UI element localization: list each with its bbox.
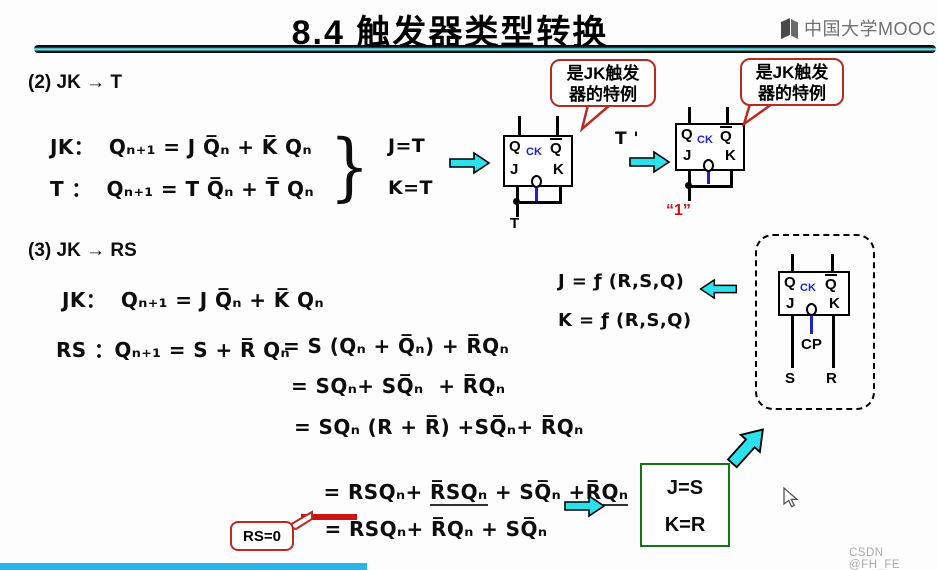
- section2-heading: (2) JK → T: [28, 72, 122, 93]
- qbar-output-label: Q: [550, 138, 562, 157]
- wire: [559, 187, 562, 203]
- logic-one-label: “1”: [666, 202, 691, 219]
- result-box: J=S K=R: [640, 463, 730, 547]
- ck-label: CK: [526, 146, 542, 158]
- step5-part: + R̅Qₙ + SQ̅ₙ: [406, 517, 548, 541]
- section3-heading: (3) JK → RS: [28, 240, 137, 261]
- wire: [791, 316, 794, 368]
- red-underline: [301, 514, 357, 520]
- j-input-label: J: [683, 147, 692, 164]
- t-characteristic-equation: T ： Qₙ₊₁ = T Q̅ₙ + T̅ Qₙ: [50, 177, 314, 201]
- clock-wire: [707, 172, 710, 184]
- wire: [688, 107, 691, 124]
- callout-text: 是JK触发: [755, 63, 829, 82]
- jk-as-rs-flipflop: Q CK Q J K CP S R: [770, 245, 875, 390]
- rs-zero-label: RS=0: [243, 528, 281, 545]
- step4-part: + SQ̅ₙ +: [487, 480, 586, 504]
- ck-label: CK: [800, 282, 816, 294]
- jk-characteristic-equation: JK： Qₙ₊₁ = J Q̅ₙ + K̅ Qₙ: [62, 288, 324, 312]
- wire: [688, 185, 733, 188]
- wire: [516, 201, 562, 204]
- clock-wire: [810, 316, 813, 334]
- cp-label: CP: [801, 336, 822, 353]
- wire: [730, 171, 733, 187]
- special-case-callout: 是JK触发 器的特例: [740, 58, 844, 106]
- wire: [556, 116, 559, 136]
- flipflop-body: [778, 271, 850, 316]
- wire: [831, 254, 834, 272]
- jk-as-t-flipflop: Q CK Q J K T: [495, 105, 595, 235]
- jk-characteristic-equation: JK： Qₙ₊₁ = J Q̅ₙ + K̅ Qₙ: [50, 135, 312, 159]
- mooc-logo: 中国大学MOOC: [779, 15, 936, 41]
- k-input-label: K: [553, 161, 564, 178]
- k-equals-t: K=T: [388, 177, 433, 199]
- arrow-right-icon: [629, 150, 671, 174]
- step5-part: =: [324, 517, 349, 541]
- step4-part: = RSQₙ+: [323, 480, 431, 504]
- j-equals-t: J=T: [388, 135, 426, 157]
- logo-text: 中国大学MOOC: [804, 19, 936, 39]
- clock-bubble: [531, 175, 542, 188]
- wire: [791, 254, 794, 272]
- derivation-step: = SQₙ+ SQ̅ₙ + R̅Qₙ: [291, 374, 506, 398]
- j-input-label: J: [786, 295, 795, 312]
- junction-dot: [685, 182, 692, 189]
- k-equals-r: K=R: [664, 514, 706, 536]
- ck-label: CK: [697, 134, 713, 146]
- wire: [516, 203, 519, 217]
- qbar-output-label: Q: [720, 126, 732, 145]
- wire: [688, 187, 691, 201]
- callout-text: 器的特例: [569, 85, 637, 104]
- callout-text: 器的特例: [758, 84, 826, 103]
- derivation-step: = RSQₙ+ R̅SQₙ + SQ̅ₙ +R̅Qₙ: [294, 456, 629, 528]
- q-output-label: Q: [509, 138, 521, 155]
- arrow-up-right-icon: [726, 428, 764, 469]
- j-equals-s: J=S: [666, 477, 704, 499]
- derivation-step: = SQₙ (R + R̅) +SQ̅ₙ+ R̅Qₙ: [294, 415, 584, 439]
- derivation-result: = RSQₙ+ R̅Qₙ + SQ̅ₙ: [295, 493, 547, 565]
- title-divider: [34, 45, 936, 53]
- wire: [516, 187, 519, 203]
- mouse-cursor: [783, 486, 799, 508]
- arrow-left-icon: [699, 278, 738, 300]
- j-function-equation: J = ƒ (R,S,Q): [558, 271, 685, 292]
- k-input-label: K: [725, 147, 736, 164]
- k-input-label: K: [829, 295, 840, 312]
- rs-characteristic-equation: RS ：Qₙ₊₁ = S + R̅ Qₙ: [56, 338, 291, 362]
- callout-text: 是JK触发: [566, 64, 640, 83]
- clock-wire: [535, 188, 538, 201]
- r-input-label: R: [826, 370, 837, 387]
- step5-highlighted-term: RSQₙ: [348, 517, 407, 541]
- wire: [518, 116, 521, 136]
- wire: [726, 107, 729, 124]
- s-input-label: S: [785, 370, 796, 387]
- special-case-callout: 是JK触发 器的特例: [550, 59, 656, 107]
- qbar-output-label: Q: [825, 274, 837, 293]
- bottom-progress-bar: [0, 563, 367, 570]
- rs-zero-callout: RS=0: [230, 521, 294, 551]
- jk-tied-one-flipflop: Q CK Q J K “1”: [665, 100, 765, 225]
- wire: [688, 171, 691, 189]
- brace: }: [329, 124, 370, 210]
- tprime-label: T ': [615, 129, 639, 149]
- callout-tail: [579, 103, 614, 133]
- q-output-label: Q: [681, 126, 693, 143]
- wire: [832, 316, 835, 368]
- flag-icon: [781, 17, 798, 39]
- q-output-label: Q: [784, 274, 796, 291]
- j-input-label: J: [510, 161, 519, 178]
- k-function-equation: K = ƒ (R,S,Q): [558, 310, 692, 331]
- derivation-step: = S (Qₙ + Q̅ₙ) + R̅Qₙ: [283, 334, 510, 358]
- clock-bubble: [703, 159, 714, 172]
- target-circuit-frame: [755, 234, 875, 410]
- clock-bubble: [806, 303, 817, 316]
- step4-underlined-term: R̅SQₙ: [430, 480, 488, 506]
- watermark: CSDN @FH_FE: [849, 547, 901, 570]
- t-input-label: T: [510, 215, 520, 232]
- junction-dot: [513, 198, 520, 205]
- arrow-right-icon: [564, 494, 606, 518]
- arrow-right-icon: [449, 151, 491, 175]
